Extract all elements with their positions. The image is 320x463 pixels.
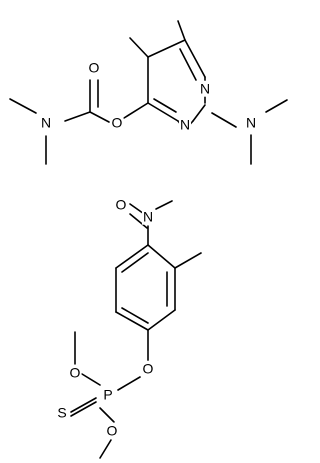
bond: [177, 20, 186, 41]
bond: [265, 99, 288, 113]
atom-label-phosphorus: P: [103, 387, 112, 403]
bond: [89, 111, 110, 123]
bond: [211, 112, 237, 128]
atom-label-background: [178, 116, 192, 133]
atom-label-background: [39, 114, 53, 131]
bond: [129, 37, 149, 58]
bond: [123, 102, 149, 119]
atom-label-n-nitro: N: [143, 209, 153, 225]
atom-labels: O N O N N N N O O P S O O: [41, 60, 256, 439]
molecule-nitrophenyl-thiophosphate: [70, 200, 202, 459]
atom-label-background: [198, 80, 212, 97]
atom-label-o-methoxy-1: O: [70, 365, 81, 381]
atom-label-n-amine: N: [246, 115, 256, 131]
atom-label-background: [110, 114, 124, 131]
bond: [70, 397, 97, 413]
atom-label-n-ring-3: N: [180, 117, 190, 133]
atom-label-background: [114, 196, 128, 213]
bond: [9, 98, 37, 114]
atom-label-o-methoxy-2: O: [107, 423, 118, 439]
bond: [99, 439, 112, 459]
atom-label-sulfur: S: [57, 405, 66, 421]
bond: [174, 252, 202, 269]
bond: [115, 311, 149, 331]
atom-label-o-ester: O: [112, 115, 123, 131]
atom-label-background: [56, 404, 68, 421]
bond: [117, 376, 141, 391]
bond: [99, 407, 115, 423]
atom-label-background: [68, 364, 82, 381]
atom-label-background: [87, 59, 101, 76]
atom-label-o-carbonyl: O: [89, 60, 100, 76]
atom-label-background: [102, 386, 114, 403]
bond: [115, 244, 149, 269]
bond: [147, 309, 176, 331]
bond: [70, 401, 97, 417]
atom-label-o-nitro: O: [116, 197, 127, 213]
atom-label-background: [105, 422, 119, 439]
bond: [192, 104, 206, 122]
bond: [121, 252, 149, 273]
atom-label-backgrounds: [39, 59, 258, 439]
bond: [64, 111, 91, 122]
atom-label-n-carbamate: N: [41, 115, 51, 131]
bond: [147, 102, 179, 122]
bond: [155, 200, 173, 210]
atom-label-background: [141, 360, 155, 377]
atom-label-background: [141, 208, 155, 225]
bond: [179, 48, 197, 81]
molecule-pyrimidine-carbamate: [9, 20, 288, 165]
chemical-structure-diagram: O N O N N N N O O P S O O: [9, 20, 288, 459]
bond: [129, 213, 148, 229]
bond: [81, 373, 101, 386]
atom-label-background: [244, 114, 258, 131]
atom-label-o-aryl: O: [143, 361, 154, 377]
bond: [147, 244, 176, 269]
bond: [147, 39, 186, 58]
atom-label-n-ring-1: N: [200, 81, 210, 97]
bond: [153, 98, 177, 113]
structure-canvas: O N O N N N N O O P S O O: [9, 20, 288, 459]
bond: [184, 39, 206, 78]
bond: [121, 307, 149, 324]
